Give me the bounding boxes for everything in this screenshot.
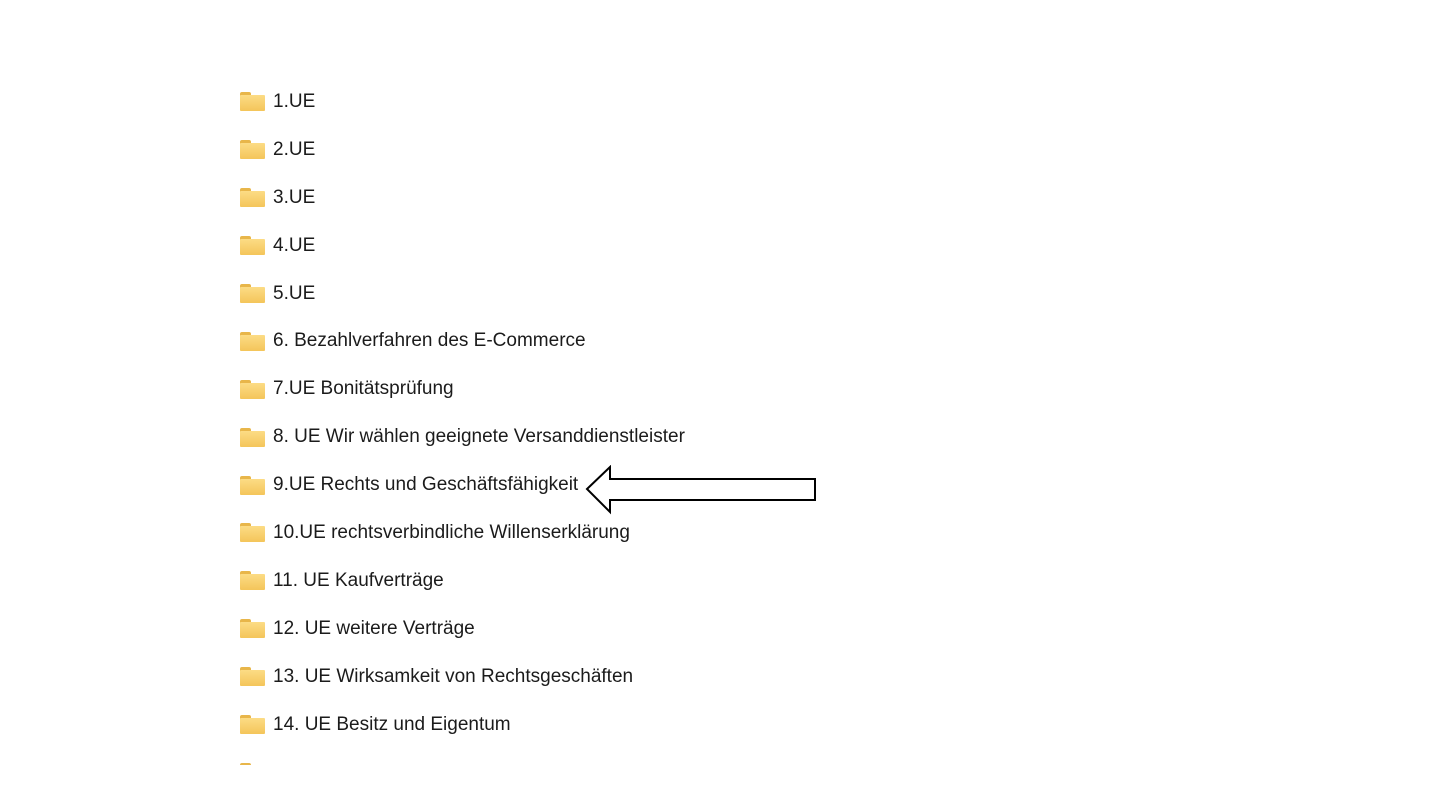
folder-name: 5.UE [273, 282, 316, 304]
folder-item[interactable]: 5.UE [240, 270, 940, 318]
folder-item[interactable] [240, 748, 940, 765]
folder-item[interactable]: 11. UE Kaufverträge [240, 557, 940, 605]
folder-name: 1.UE [273, 90, 316, 112]
folder-name: 3.UE [273, 186, 316, 208]
folder-name: 6. Bezahlverfahren des E-Commerce [273, 330, 586, 352]
folder-item[interactable]: 9.UE Rechts und Geschäftsfähigkeit [240, 461, 940, 509]
folder-icon [240, 140, 265, 160]
folder-item[interactable]: 2.UE [240, 126, 940, 174]
folder-item[interactable]: 10.UE rechtsverbindliche Willenserklärun… [240, 509, 940, 557]
folder-item[interactable]: 1.UE [240, 78, 940, 126]
folder-icon [240, 715, 265, 735]
folder-name: 11. UE Kaufverträge [273, 569, 444, 591]
folder-item[interactable]: 3.UE [240, 174, 940, 222]
folder-item[interactable]: 4.UE [240, 222, 940, 270]
folder-item[interactable]: 12. UE weitere Verträge [240, 605, 940, 653]
folder-name: 14. UE Besitz und Eigentum [273, 713, 511, 735]
folder-icon [240, 427, 265, 447]
folder-item[interactable]: 8. UE Wir wählen geeignete Versanddienst… [240, 413, 940, 461]
folder-item[interactable]: 13. UE Wirksamkeit von Rechtsgeschäften [240, 653, 940, 701]
folder-icon [240, 475, 265, 495]
folder-icon [240, 188, 265, 208]
folder-icon [240, 667, 265, 687]
folder-icon [240, 236, 265, 256]
folder-name: 4.UE [273, 234, 316, 256]
folder-item[interactable]: 14. UE Besitz und Eigentum [240, 701, 940, 749]
folder-icon [240, 331, 265, 351]
folder-name: 7.UE Bonitätsprüfung [273, 378, 454, 400]
folder-name: 9.UE Rechts und Geschäftsfähigkeit [273, 474, 579, 496]
folder-item[interactable]: 6. Bezahlverfahren des E-Commerce [240, 317, 940, 365]
folder-name: 10.UE rechtsverbindliche Willenserklärun… [273, 521, 630, 543]
folder-icon [240, 619, 265, 639]
folder-name: 12. UE weitere Verträge [273, 617, 475, 639]
folder-item[interactable]: 7.UE Bonitätsprüfung [240, 365, 940, 413]
folder-icon [240, 762, 265, 765]
pointer-arrow-annotation [585, 465, 816, 515]
folder-icon [240, 523, 265, 543]
folder-icon [240, 284, 265, 303]
folder-list: 1.UE 2.UE 3.UE 4.UE 5.UE 6. Bezahlverfahren d… [240, 78, 940, 765]
folder-name: 2.UE [273, 138, 316, 160]
folder-name: 13. UE Wirksamkeit von Rechtsgeschäften [273, 665, 634, 687]
folder-icon [240, 92, 265, 112]
folder-icon [240, 379, 265, 399]
folder-icon [240, 571, 265, 591]
folder-name: 8. UE Wir wählen geeignete Versanddienst… [273, 426, 685, 448]
